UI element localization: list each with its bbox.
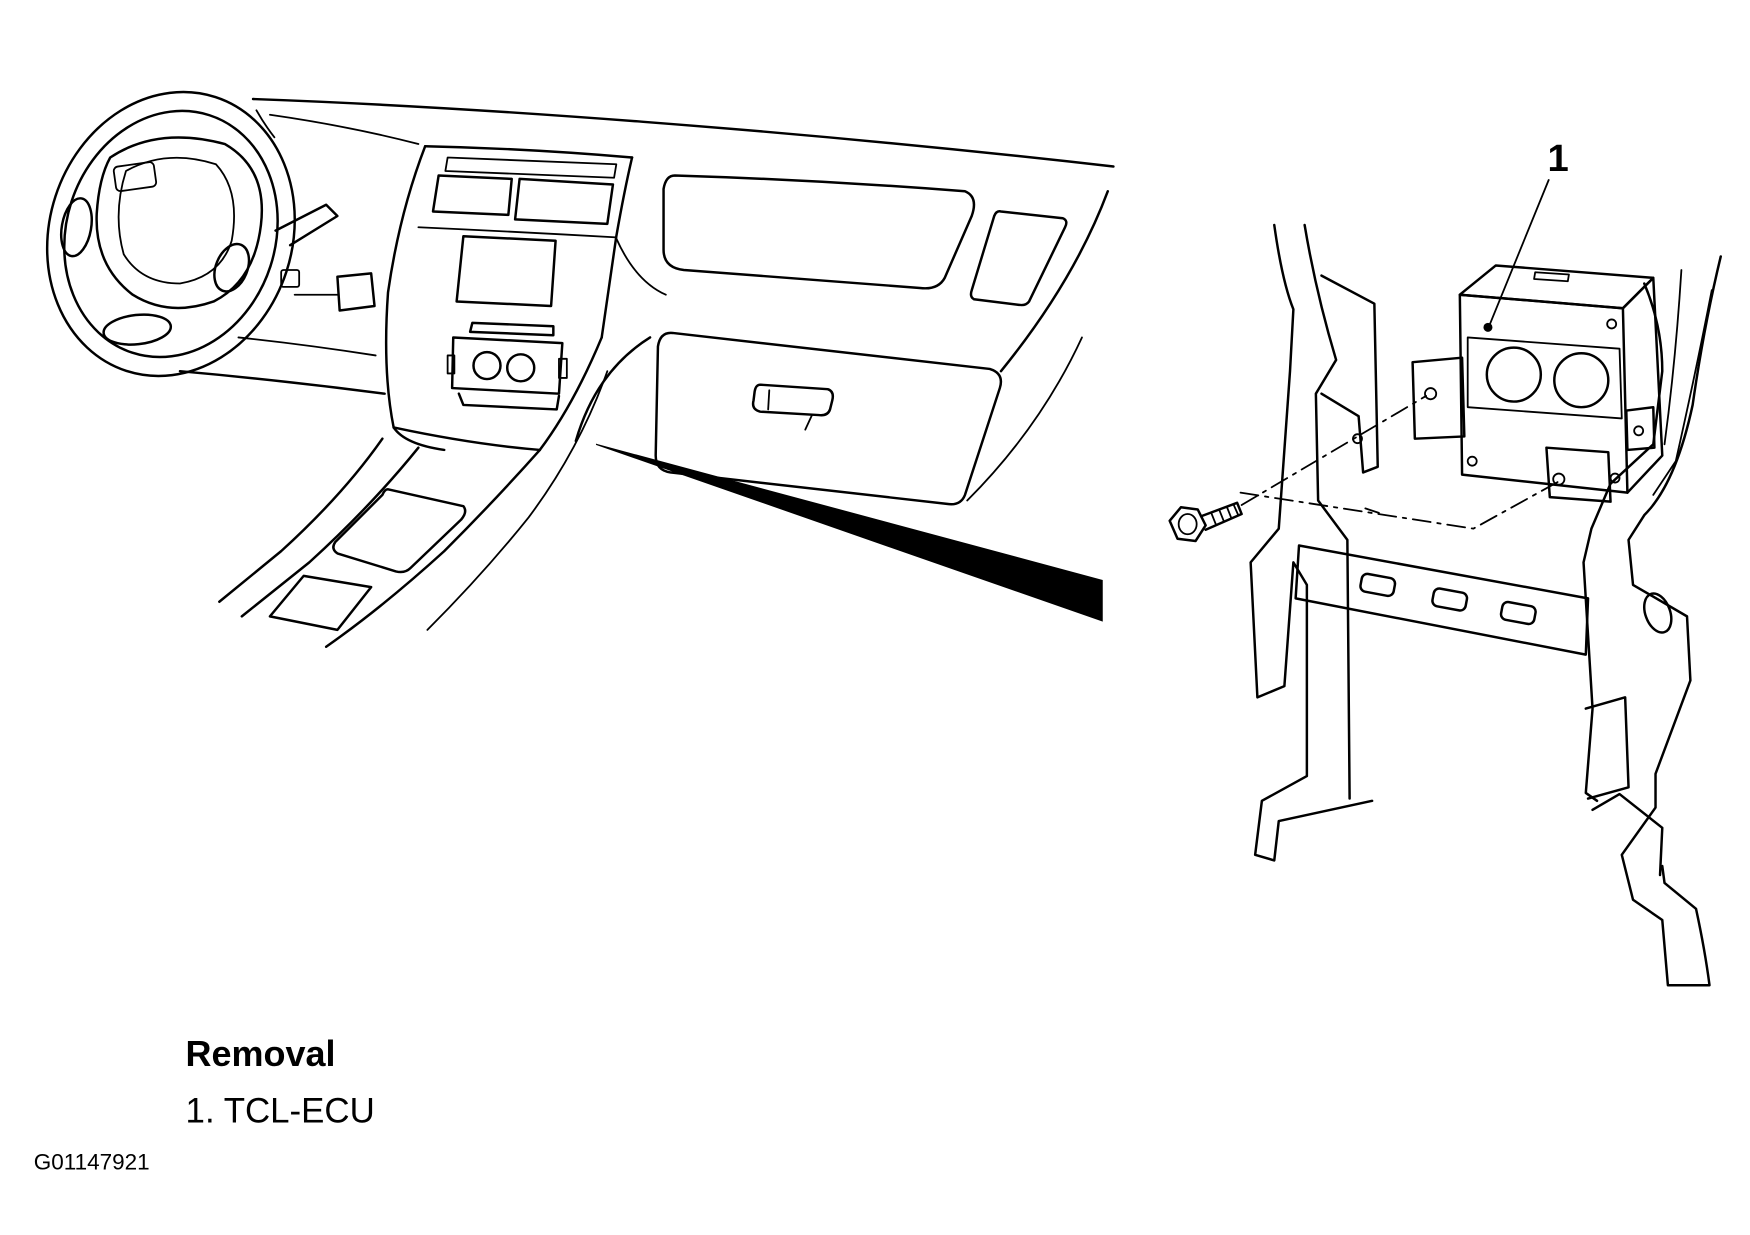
tcl-ecu-location (446, 321, 568, 411)
legend: Removal 1. TCL-ECU (186, 1033, 375, 1130)
figure-code: G01147921 (34, 1150, 150, 1175)
callout-number: 1 (1548, 137, 1569, 180)
tcl-ecu-unit (1411, 264, 1664, 503)
display-screen (455, 234, 557, 308)
legend-title: Removal (186, 1033, 336, 1074)
upper-dash-panel (662, 174, 976, 290)
cross-bar (1294, 544, 1590, 656)
passenger-dash (654, 174, 1068, 506)
mounting-bolt (1168, 501, 1243, 543)
mounting-bracket (1249, 223, 1722, 987)
legend-item: 1. TCL-ECU (186, 1091, 375, 1130)
center-vent-right (513, 177, 615, 226)
callout-1: 1 (1488, 137, 1569, 328)
center-console (218, 370, 609, 648)
dashboard (178, 97, 1115, 502)
pointer-wedge (595, 443, 1103, 622)
center-vent-left (431, 174, 513, 217)
ecu-lower-tab (1545, 446, 1612, 503)
alignment-lines (1239, 395, 1560, 530)
ecu-left-tab (1411, 356, 1466, 440)
detail-view: 1 (1168, 137, 1722, 987)
side-vent (969, 210, 1068, 307)
dashboard-overview (45, 90, 1115, 648)
callout-leader-line (1488, 179, 1550, 328)
ecu-right-tab (1625, 405, 1656, 452)
glove-box (654, 331, 1003, 506)
center-stack (384, 145, 634, 452)
glove-box-handle (751, 383, 835, 417)
console-tray (268, 574, 373, 632)
steering-wheel (45, 90, 296, 378)
cup-holder (332, 488, 467, 574)
steering-column (274, 203, 376, 312)
